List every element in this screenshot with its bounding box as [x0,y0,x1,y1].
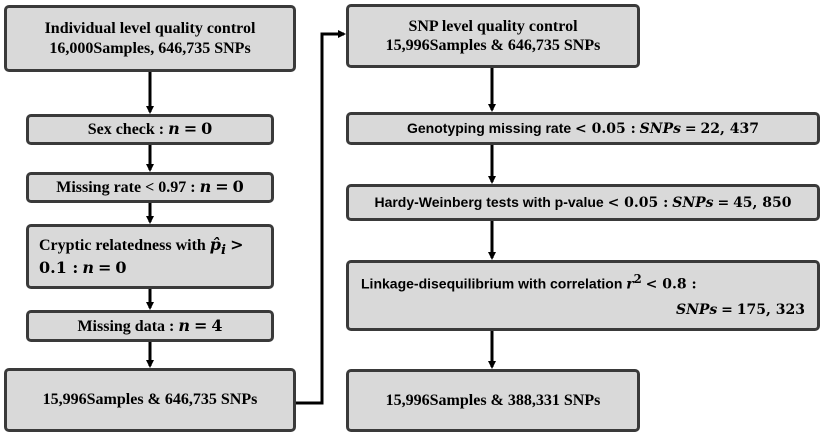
linkage-eq: = [721,302,733,319]
missing-rate-value: 0 [232,177,244,197]
linkage-cmp: < 0.8 : [645,276,697,293]
genotyping-label: Genotyping missing rate [407,119,572,136]
cryptic-value: 0 [115,257,127,277]
snp-qc-title: SNP level quality control [408,17,578,35]
sex-check-box: Sex check : n = 0 [26,114,274,145]
hardy-var: SNPs [672,194,714,211]
missing-rate-label: Missing rate < 0.97 : [56,179,196,197]
missing-data-eq: = [194,315,208,335]
hardy-cmp: < 0.05 : [607,194,669,211]
hardy-weinberg-box: Hardy-Weinberg tests with p-value < 0.05… [346,184,820,221]
missing-rate-eq: = [215,177,229,197]
hardy-label: Hardy-Weinberg tests with p-value [374,193,604,210]
individual-qc-result-box: 15,996Samples & 646,735 SNPs [4,368,296,432]
cryptic-var: n [82,257,94,277]
linkage-disequilibrium-box: Linkage-disequilibrium with correlation … [346,260,820,331]
linkage-value: 175, 323 [736,302,805,319]
individual-qc-title: Individual level quality control [44,20,256,38]
missing-data-label: Missing data : [77,317,175,335]
individual-qc-start-box: Individual level quality control 16,000S… [4,5,296,72]
sex-check-var: n [168,119,180,139]
genotyping-var: SNPs [639,120,681,137]
cryptic-label: Cryptic relatedness with [39,236,206,254]
linkage-var: r [626,276,634,293]
sex-check-label: Sex check : [87,121,165,139]
hardy-eq: = [717,194,730,211]
missing-rate-box: Missing rate < 0.97 : n = 0 [26,172,274,203]
hardy-value: 45, 850 [733,194,792,211]
snp-qc-start-box: SNP level quality control 15,996Samples … [346,4,640,68]
linkage-sup: 2 [633,271,642,286]
cryptic-threshold: 0.1 : [39,257,79,277]
cryptic-eq: = [97,257,112,277]
individual-qc-result: 15,996Samples & 646,735 SNPs [42,391,258,409]
missing-data-box: Missing data : n = 4 [26,310,274,342]
sex-check-eq: = [183,119,198,139]
missing-data-var: n [178,315,190,335]
individual-qc-counts: 16,000Samples, 646,735 SNPs [49,39,251,57]
cryptic-subscript: i [220,242,227,258]
cryptic-p-hat: p̂ [209,234,221,254]
snp-qc-result: 15,996Samples & 388,331 SNPs [385,391,601,409]
cryptic-relatedness-box: Cryptic relatedness with p̂i > 0.1 : n =… [26,224,274,289]
linkage-var2: SNPs [675,302,718,319]
missing-data-value: 4 [211,315,223,335]
genotyping-eq: = [684,120,697,137]
sex-check-value: 0 [201,119,213,139]
linkage-label: Linkage-disequilibrium with correlation [361,275,623,292]
genotyping-missing-box: Genotyping missing rate < 0.05 : SNPs = … [346,112,820,145]
cryptic-gt: > [230,234,244,254]
snp-qc-counts: 15,996Samples & 646,735 SNPs [385,37,601,54]
missing-rate-var: n [199,177,212,197]
genotyping-cmp: < 0.05 : [575,120,636,137]
genotyping-value: 22, 437 [700,120,759,137]
snp-qc-result-box: 15,996Samples & 388,331 SNPs [346,369,640,432]
arrow-left-end-to-right-start [295,30,346,405]
